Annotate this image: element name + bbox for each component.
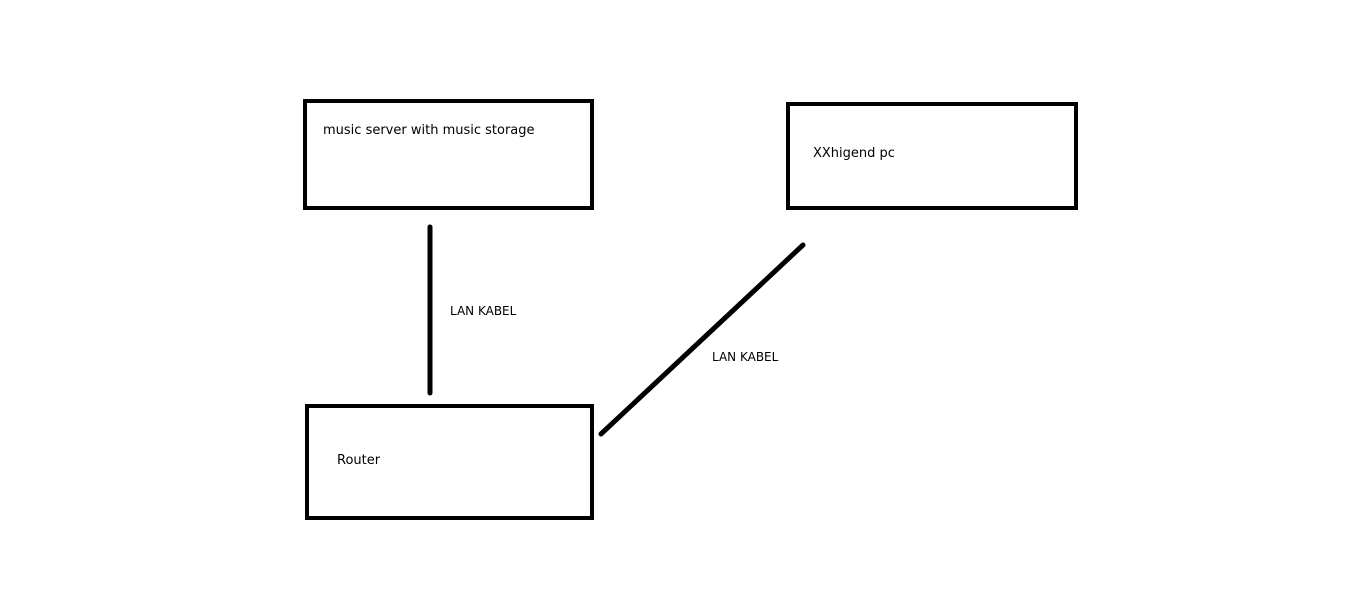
- router-label: Router: [337, 453, 381, 468]
- highend-pc-box: XXhigend pc: [786, 102, 1078, 210]
- router-box: Router: [305, 404, 594, 520]
- lan-cable-label-2: LAN KABEL: [712, 350, 779, 364]
- lan-cable-label-1: LAN KABEL: [450, 304, 517, 318]
- music-server-box: music server with music storage: [303, 99, 594, 210]
- highend-pc-label: XXhigend pc: [813, 146, 895, 161]
- lan-cable-router-pc: [598, 242, 806, 437]
- music-server-label: music server with music storage: [323, 123, 535, 138]
